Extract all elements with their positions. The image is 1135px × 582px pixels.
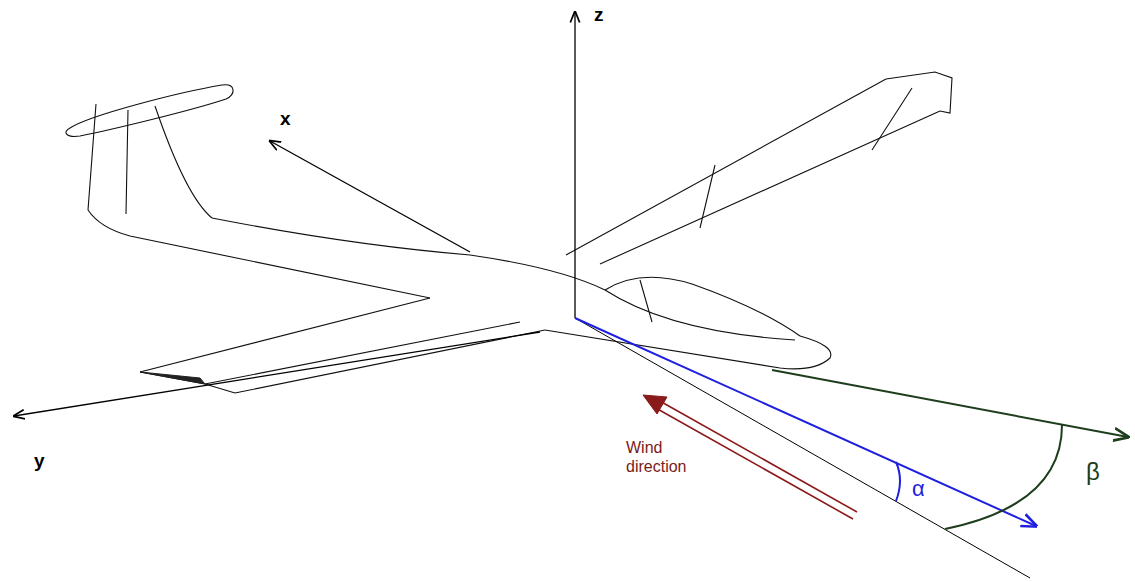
wing-tip-dark	[140, 372, 205, 384]
canopy-frame	[605, 280, 795, 340]
flap-line	[700, 88, 912, 228]
wind-arrowhead	[643, 395, 667, 414]
wing-leading-edge	[600, 111, 940, 264]
axis-label: x	[280, 108, 291, 131]
reference-line	[575, 318, 1030, 578]
horizontal-stabilizer	[66, 85, 233, 137]
angle-label: β	[1086, 458, 1100, 487]
aileron-line	[205, 322, 520, 384]
tail-boom-top	[212, 218, 470, 255]
longitudinal-axis	[772, 370, 1128, 437]
alpha-arc	[896, 462, 900, 501]
wing-leading-edge	[140, 298, 430, 372]
velocity-vector	[575, 318, 1036, 526]
wing-trailing-edge	[235, 330, 545, 393]
label-holder: Wind direction	[626, 438, 710, 476]
beta-arc	[945, 425, 1062, 529]
label-holder: x	[280, 108, 291, 131]
winglet	[886, 72, 952, 113]
axis-label: y	[34, 450, 45, 473]
fuselage-top	[470, 255, 605, 290]
glider-outline	[66, 72, 952, 393]
label-holder: β	[1086, 458, 1100, 487]
fuselage-nose	[545, 330, 831, 369]
label-holder: α	[912, 476, 925, 502]
label-holder: z	[594, 4, 604, 27]
angle-label: α	[912, 476, 925, 502]
wing-trailing-edge	[566, 79, 886, 255]
x-axis	[270, 141, 470, 252]
label-holder: y	[34, 450, 45, 473]
wind-label: Wind direction	[626, 438, 710, 476]
axis-label: z	[594, 4, 604, 27]
wind-arrow-line	[658, 400, 857, 512]
z-axis	[574, 12, 575, 318]
y-axis	[14, 332, 540, 416]
vertical-fin	[88, 104, 212, 218]
tail-boom-bottom	[88, 210, 430, 298]
